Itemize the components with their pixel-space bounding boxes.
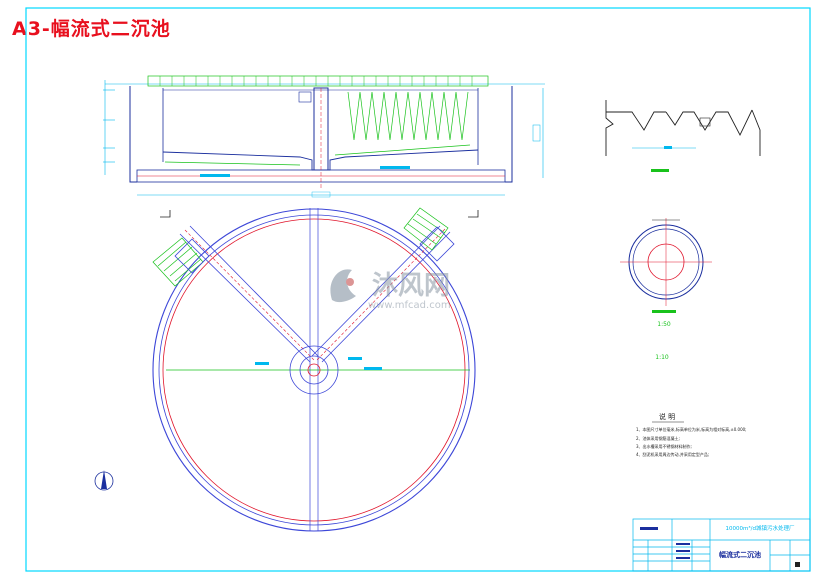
plan-view <box>94 207 479 532</box>
title-block <box>632 518 811 572</box>
titleblock-project: 10000m³/d城镇污水处理厂 <box>726 524 795 532</box>
weir-detail <box>605 100 761 172</box>
plan-outer-wall <box>152 208 476 532</box>
tank-wall-right <box>505 86 513 183</box>
section-view <box>103 75 545 198</box>
detail-scale-b: 1:10 <box>655 354 669 361</box>
tank-wall-left <box>129 86 137 183</box>
inclined-plates <box>347 91 469 141</box>
note-item: 1、本图尺寸单位毫米,标高单位为米,标高为相对标高,±0.000; <box>636 426 747 432</box>
notes-heading: 说 明 <box>659 412 675 421</box>
tank-floor <box>162 149 479 171</box>
north-arrow <box>94 470 114 491</box>
note-item: 2、池体采用钢筋混凝土; <box>636 435 680 441</box>
sheet-frame <box>25 7 811 572</box>
walkway-grating <box>147 75 489 87</box>
notes-block: 说 明 1、本图尺寸单位毫米,标高单位为米,标高为相对标高,±0.000; 2、… <box>636 412 747 457</box>
watermark-url: www.mfcad.com <box>368 300 451 311</box>
drive-unit-left <box>152 237 204 287</box>
watermark-logo-icon <box>330 269 356 303</box>
sheet-title: A3-幅流式二沉池 <box>12 18 171 40</box>
note-item: 4、刮泥机采用周边传动,并采用定型产品; <box>636 451 709 457</box>
titleblock-drawing-name: 幅流式二沉池 <box>719 550 761 559</box>
note-item: 3、出水槽采用不锈钢材料制作; <box>636 443 692 449</box>
watermark: 沐风网 www.mfcad.com <box>330 269 451 311</box>
plan-center-well <box>289 345 339 395</box>
drive-unit-right <box>403 207 449 251</box>
pipe-ring-detail <box>620 218 712 313</box>
watermark-cn: 沐风网 <box>372 271 450 301</box>
detail-scale-a: 1:50 <box>657 321 671 328</box>
